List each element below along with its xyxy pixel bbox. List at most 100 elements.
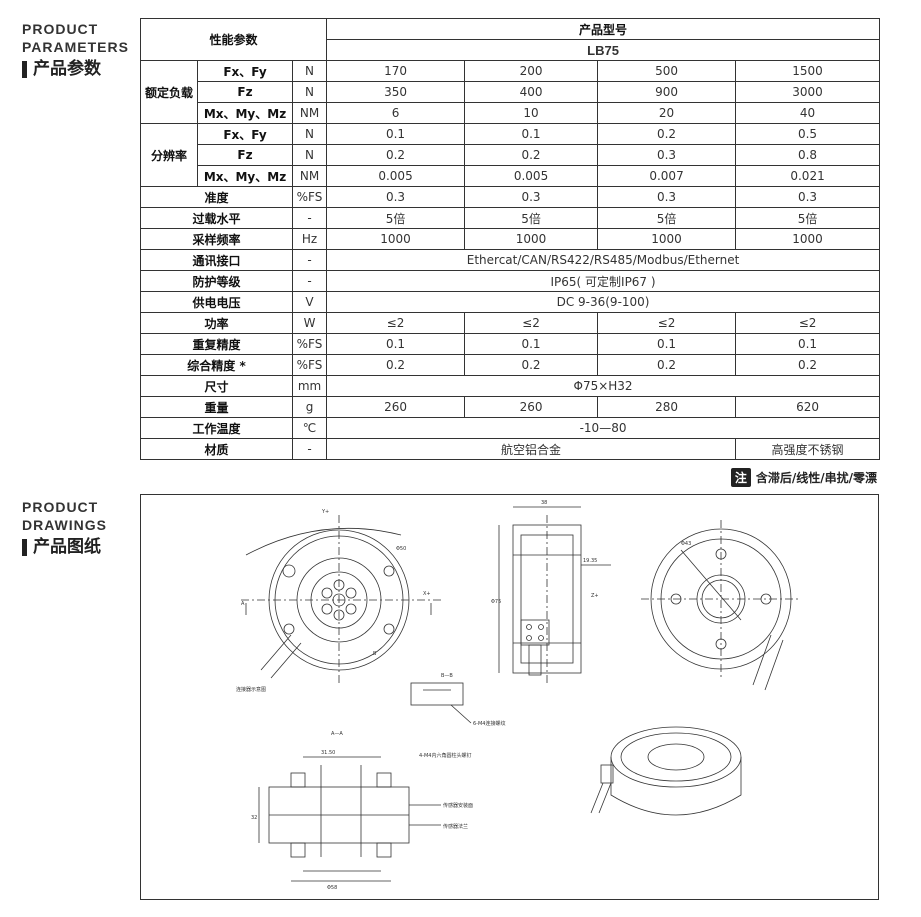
param-value-span: Ethercat/CAN/RS422/RS485/Modbus/Ethernet: [326, 249, 881, 271]
header-model: 产品型号: [326, 18, 881, 40]
param-unit: N: [291, 123, 328, 145]
group-resolution: 分辨率: [140, 123, 198, 187]
dim-50: Φ50: [396, 546, 406, 552]
label-y: Y+: [321, 509, 329, 515]
side-view: [498, 506, 611, 685]
param-name: Fz: [197, 144, 293, 166]
param-value-span: Φ75×H32: [326, 375, 881, 397]
param-unit: -: [291, 249, 328, 271]
model-name: LB75: [326, 39, 881, 61]
param-value: 170: [326, 60, 466, 82]
label-z: Z+: [591, 593, 599, 599]
param-name: 重量: [140, 396, 293, 418]
param-value: 0.2: [597, 123, 737, 145]
param-value: 3000: [735, 81, 881, 103]
dim-1935: 19.35: [583, 558, 597, 564]
drawings-cn-title: 产品图纸: [22, 536, 107, 558]
param-value: 6: [326, 102, 466, 124]
group-load: 额定负载: [140, 60, 198, 124]
param-value: ≤2: [326, 312, 466, 334]
dim-75: Φ75: [491, 599, 501, 605]
callout-d: 6-M4连接螺纹: [473, 720, 505, 727]
label-a: A: [241, 601, 245, 607]
params-cn-title: 产品参数: [22, 58, 129, 80]
dim-38: 38: [541, 500, 547, 506]
param-value: ≤2: [735, 312, 881, 334]
params-en-line1: PRODUCT: [22, 21, 99, 37]
top-view: [241, 515, 441, 685]
param-name: 尺寸: [140, 375, 293, 397]
param-value: 5倍: [597, 207, 737, 229]
param-value: 900: [597, 81, 737, 103]
section-header-drawings: PRODUCT DRAWINGS 产品图纸: [22, 498, 107, 558]
section-header-params: PRODUCT PARAMETERS 产品参数: [22, 20, 129, 80]
param-value: 620: [735, 396, 881, 418]
note-tag: 注: [730, 468, 751, 487]
param-value: ≤2: [597, 312, 737, 334]
param-unit: %FS: [291, 333, 328, 355]
param-name: 功率: [140, 312, 293, 334]
param-unit: %FS: [291, 354, 328, 376]
param-value: 0.8: [735, 144, 881, 166]
param-value: 0.3: [597, 144, 737, 166]
param-unit: mm: [291, 375, 328, 397]
param-name: 工作温度: [140, 417, 293, 439]
param-value: 0.1: [326, 333, 466, 355]
footnote: 注 含滞后/线性/串扰/零漂: [730, 468, 877, 487]
callout-c: 连接器示意图: [236, 686, 266, 693]
param-value: 5倍: [326, 207, 466, 229]
param-value: 0.2: [597, 354, 737, 376]
param-value: 0.2: [735, 354, 881, 376]
callout-a: 传感器安装面: [443, 802, 473, 809]
param-value: 1000: [597, 228, 737, 250]
param-value: 400: [464, 81, 599, 103]
param-value: 5倍: [464, 207, 599, 229]
param-unit: N: [291, 144, 328, 166]
param-value: 0.1: [464, 123, 599, 145]
param-value: 0.5: [735, 123, 881, 145]
bottom-view: [641, 520, 801, 691]
dim-43: Φ43: [681, 541, 691, 547]
param-value: 0.021: [735, 165, 881, 187]
param-value: 0.1: [464, 333, 599, 355]
param-name: 准度: [140, 186, 293, 208]
note-text: 含滞后/线性/串扰/零漂: [755, 471, 877, 485]
param-value: 1000: [735, 228, 881, 250]
dim-58: Φ58: [327, 885, 337, 891]
param-value: 350: [326, 81, 466, 103]
param-unit: V: [291, 291, 328, 313]
table-row: 防护等级-IP65( 可定制IP67 ): [140, 270, 881, 292]
bar-marker-icon: [22, 60, 27, 78]
param-value: 200: [464, 60, 599, 82]
callout-m4: 4-M4内六角圆柱头螺钉: [419, 752, 471, 759]
param-value-span: 航空铝合金: [326, 438, 737, 460]
param-value: 260: [326, 396, 466, 418]
param-name: Fz: [197, 81, 293, 103]
param-value-span: IP65( 可定制IP67 ): [326, 270, 881, 292]
param-unit: -: [291, 270, 328, 292]
label-aa: A—A: [331, 731, 343, 737]
isometric-view: [590, 726, 742, 816]
param-unit: -: [291, 207, 328, 229]
param-value: 20: [597, 102, 737, 124]
table-row: 通讯接口-Ethercat/CAN/RS422/RS485/Modbus/Eth…: [140, 249, 881, 271]
param-value: 0.2: [464, 354, 599, 376]
dim-32: 32: [251, 815, 257, 821]
param-name: 过载水平: [140, 207, 293, 229]
param-value: ≤2: [464, 312, 599, 334]
section-bb: [410, 682, 472, 724]
param-value: 0.2: [326, 354, 466, 376]
param-value: 高强度不锈钢: [735, 438, 881, 460]
param-name: Mx、My、Mz: [197, 165, 293, 187]
